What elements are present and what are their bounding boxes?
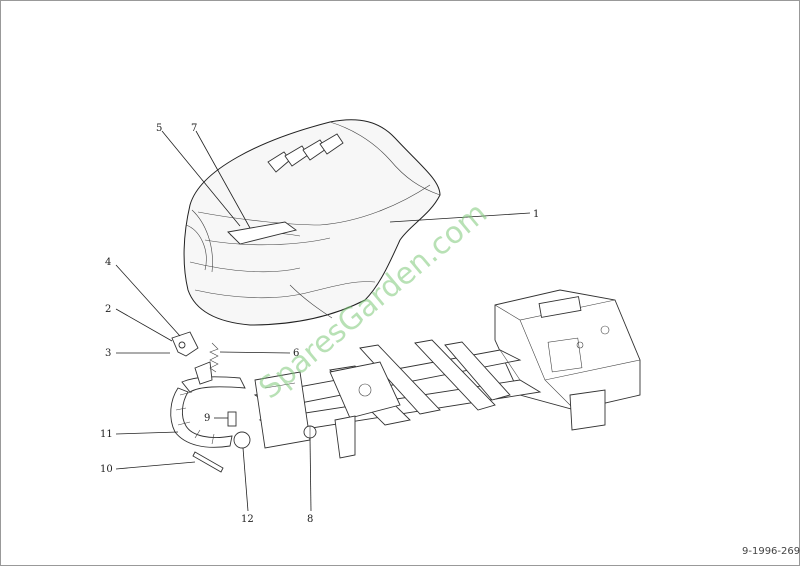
callout-1: 1 [533, 209, 539, 220]
small-parts [171, 331, 317, 473]
callout-3: 3 [105, 348, 111, 359]
leader-lines [115, 130, 531, 512]
callout-10: 10 [100, 464, 113, 475]
hood-vents [267, 133, 344, 173]
callout-4: 4 [105, 257, 111, 268]
callout-6: 6 [293, 348, 299, 359]
hood-assembly [183, 119, 441, 326]
callout-labels: 1 2 3 4 5 6 7 8 9 10 11 12 [100, 123, 539, 525]
chassis-frame [253, 289, 641, 459]
callout-5: 5 [156, 123, 162, 134]
headlight-lens [227, 221, 298, 245]
callout-2: 2 [105, 304, 111, 315]
callout-8: 8 [307, 514, 313, 525]
callout-11: 11 [100, 429, 113, 440]
drawing-reference: 9-1996-269 [742, 546, 800, 557]
callout-12: 12 [241, 514, 254, 525]
callout-9: 9 [204, 413, 210, 424]
callout-7: 7 [191, 123, 197, 134]
